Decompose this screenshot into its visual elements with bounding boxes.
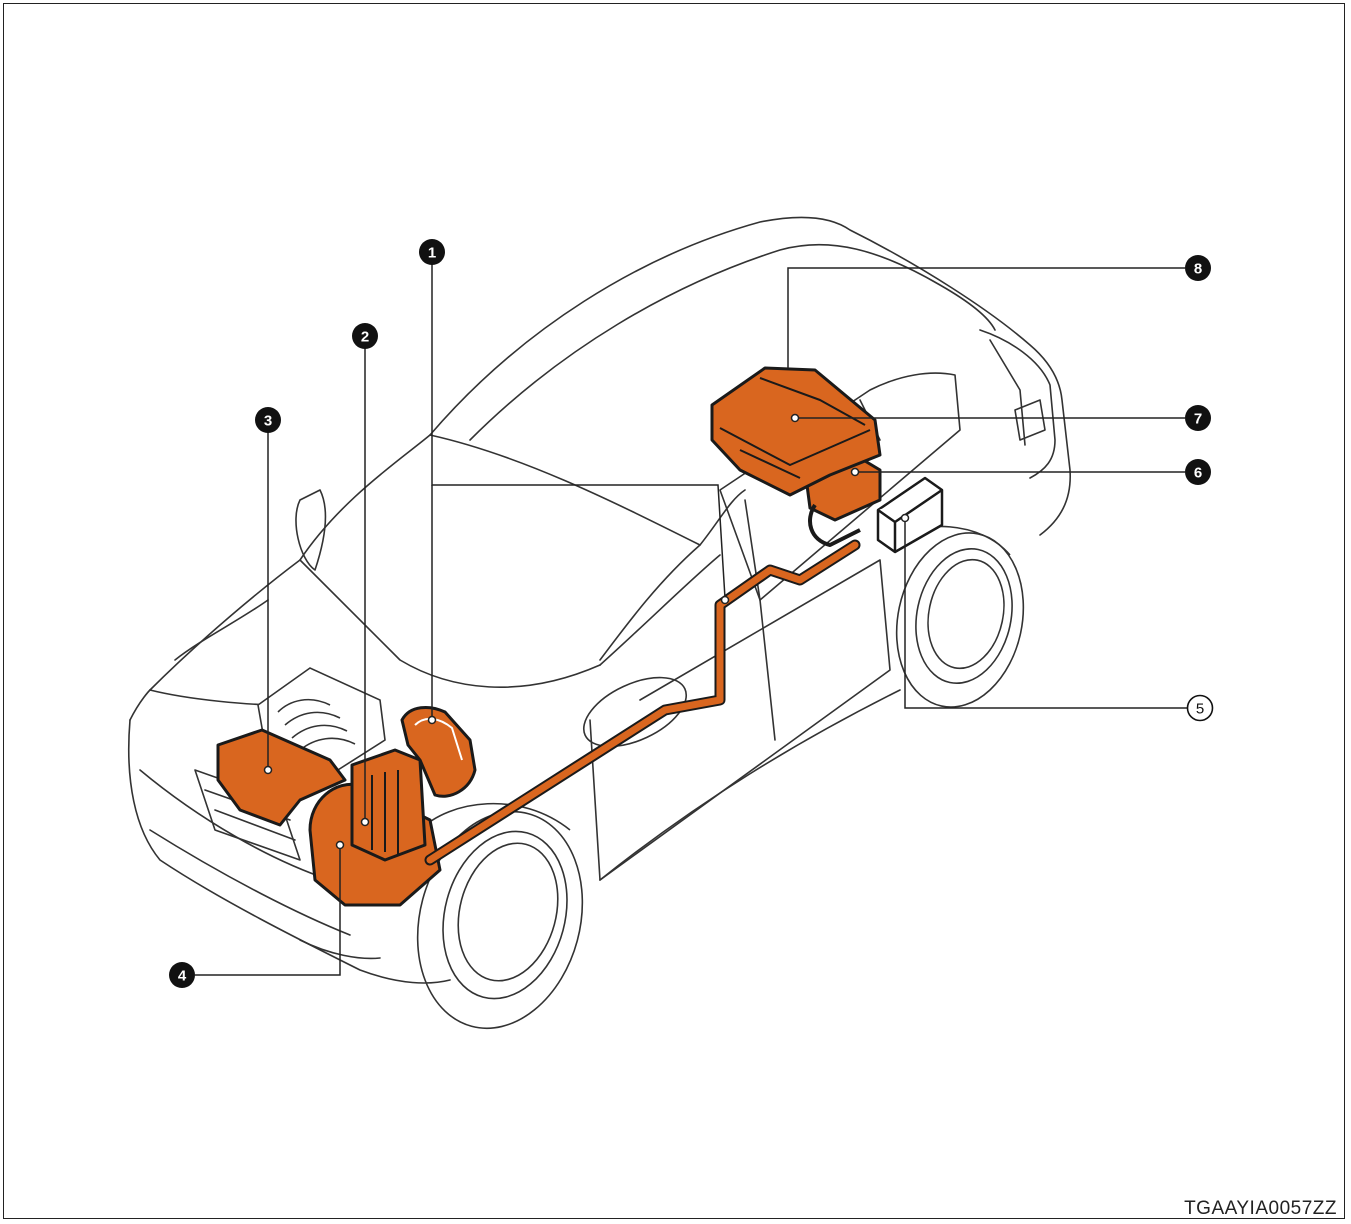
- diagram-frame: [3, 3, 1345, 1219]
- highlighted-components: [216, 366, 882, 907]
- callout-8: 8: [1185, 255, 1211, 281]
- component-5-box: [876, 476, 944, 554]
- svg-text:6: 6: [1194, 465, 1202, 482]
- component-3: [216, 728, 347, 827]
- front-wheel: [416, 802, 584, 1030]
- component-2: [350, 748, 427, 862]
- callout-2: 2: [352, 323, 378, 349]
- svg-text:4: 4: [178, 968, 187, 985]
- car-outline: [127, 216, 1071, 984]
- callout-7: 7: [1185, 405, 1211, 431]
- callout-3: 3: [255, 407, 281, 433]
- figure-reference-code: TGAAYIA0057ZZ: [1184, 1198, 1337, 1219]
- leader-lines: [195, 262, 1188, 976]
- svg-text:7: 7: [1194, 411, 1202, 428]
- svg-text:5: 5: [1196, 701, 1204, 718]
- callout-4: 4: [169, 962, 195, 988]
- component-1: [400, 706, 477, 798]
- leader-dots: [263, 413, 910, 850]
- component-7: [710, 366, 882, 497]
- callout-1: 1: [419, 239, 445, 265]
- svg-text:3: 3: [264, 413, 272, 430]
- svg-text:2: 2: [361, 329, 369, 346]
- callout-5: 5: [1186, 694, 1214, 722]
- callout-6: 6: [1185, 459, 1211, 485]
- svg-text:8: 8: [1194, 261, 1202, 278]
- hv-harness: [424, 539, 861, 866]
- svg-text:1: 1: [428, 245, 436, 262]
